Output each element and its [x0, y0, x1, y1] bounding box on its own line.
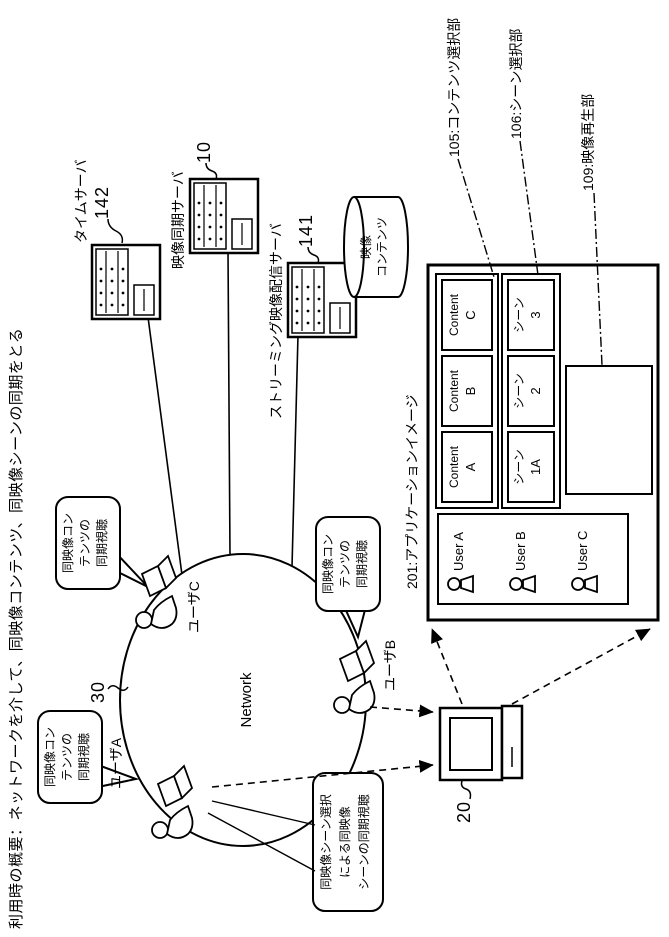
app-window-box: [426, 263, 660, 622]
app-window-label: 201:アプリケーションイメージ: [404, 394, 420, 589]
callout-sync-b-line1: 同映像コン: [321, 534, 335, 595]
streaming-server-ref: 141: [296, 213, 316, 247]
app-scene-2-box: [507, 355, 555, 427]
content-c-line2[interactable]: C: [463, 310, 478, 320]
user-b-label: ユーザB: [382, 639, 398, 691]
user-c-label: ユーザC: [186, 581, 202, 633]
callout-sync-c-line1: 同映像コン: [61, 513, 75, 574]
video-sync-server-ref-leader: [205, 162, 218, 180]
time-server-label: タイムサーバ: [73, 159, 89, 243]
callout-sync-a-line1: 同映像コン: [43, 727, 57, 788]
scene-1a-line1[interactable]: シーン: [512, 449, 526, 485]
network-label: Network: [238, 672, 255, 728]
user-a-label: ユーザA: [108, 737, 124, 789]
figure-title: 利用時の概要：ネットワークを介して、同映像コンテンツ、同映像シーンの同期をとる: [8, 327, 25, 929]
callout-sync-c-line3: 同期視聴: [95, 519, 109, 568]
time-server-ref: 142: [92, 185, 112, 219]
callout-sync-b-line2: テンツの: [338, 540, 352, 589]
user-b-figure: [333, 639, 376, 714]
time-server-icon: [90, 243, 162, 321]
video-sync-server-icon: [188, 177, 260, 255]
video-sync-server-ref: 10: [194, 140, 214, 163]
user-c-figure: [135, 554, 178, 629]
streaming-server-ref-leader: [307, 246, 320, 264]
content-b-line1[interactable]: Content: [447, 369, 461, 413]
app-user-list-icons: [447, 574, 598, 594]
time-server-ref-leader: [107, 218, 124, 244]
callout-sync-b-tail: [343, 605, 367, 641]
client-ref-leader: [460, 780, 472, 800]
network-ref: 30: [88, 680, 108, 703]
scene-selector-ref-label: 106:シーン選択部: [508, 28, 524, 139]
callout-scene-sync-line1: 同映像シーン選択: [319, 794, 333, 890]
user-a-figure: [151, 764, 194, 839]
app-content-b-box: [441, 355, 493, 427]
video-content-db-icon: [343, 196, 409, 298]
video-content-db-label-line1: 映像: [359, 235, 373, 260]
callout-sync-a-line3: 同期視聴: [77, 733, 91, 782]
app-content-a-box: [441, 431, 493, 503]
content-a-line2[interactable]: A: [463, 462, 478, 472]
streaming-server-label: ストリーミング映像配信サーバ: [268, 223, 284, 419]
content-a-line1[interactable]: Content: [447, 445, 461, 489]
scene-3-line2[interactable]: 3: [528, 311, 543, 319]
video-sync-server-label: 映像同期サーバ: [170, 171, 186, 269]
player-ref-label: 109:映像再生部: [580, 93, 596, 191]
callout-sync-b-line3: 同期視聴: [355, 540, 369, 589]
callout-sync-a-line2: テンツの: [60, 733, 74, 782]
content-b-line2[interactable]: B: [463, 386, 478, 396]
callout-scene-sync-line3: シーンの同期視聴: [357, 794, 371, 890]
server-network-lines: [147, 250, 299, 576]
scene-3-line1[interactable]: シーン: [512, 297, 526, 333]
content-selector-ref-label: 105:コンテンツ選択部: [446, 17, 462, 157]
network-ref-leader: [107, 685, 129, 691]
callout-scene-sync-leaders: [207, 800, 316, 872]
app-user-list-item-c: User C: [575, 530, 590, 571]
callout-sync-c-bubble: [55, 496, 121, 590]
scene-2-line1[interactable]: シーン: [512, 373, 526, 409]
client-computer-icon: [438, 704, 524, 782]
content-c-line1[interactable]: Content: [447, 293, 461, 337]
client-ref: 20: [454, 800, 474, 823]
dashed-arrows: [211, 628, 651, 788]
app-user-list-item-a: User A: [451, 531, 466, 571]
app-content-c-box: [441, 279, 493, 351]
callout-scene-sync-line2: による同映像: [338, 806, 352, 878]
scene-2-line2[interactable]: 2: [528, 387, 543, 395]
app-scene-1a-box: [507, 431, 555, 503]
scene-1a-line2[interactable]: 1A: [528, 459, 543, 475]
callout-sync-b-bubble: [315, 516, 381, 612]
app-ref-leaders: [457, 140, 603, 366]
callout-sync-a-tail: [97, 764, 140, 788]
app-scene-3-box: [507, 279, 555, 351]
callout-sync-a-bubble: [37, 710, 103, 804]
callout-sync-c-line2: テンツの: [78, 519, 92, 568]
video-content-db-label-line2: コンテンツ: [375, 217, 389, 278]
streaming-server-icon: [286, 261, 358, 339]
app-user-list-item-b: User B: [513, 531, 528, 571]
app-player-box: [565, 365, 653, 495]
